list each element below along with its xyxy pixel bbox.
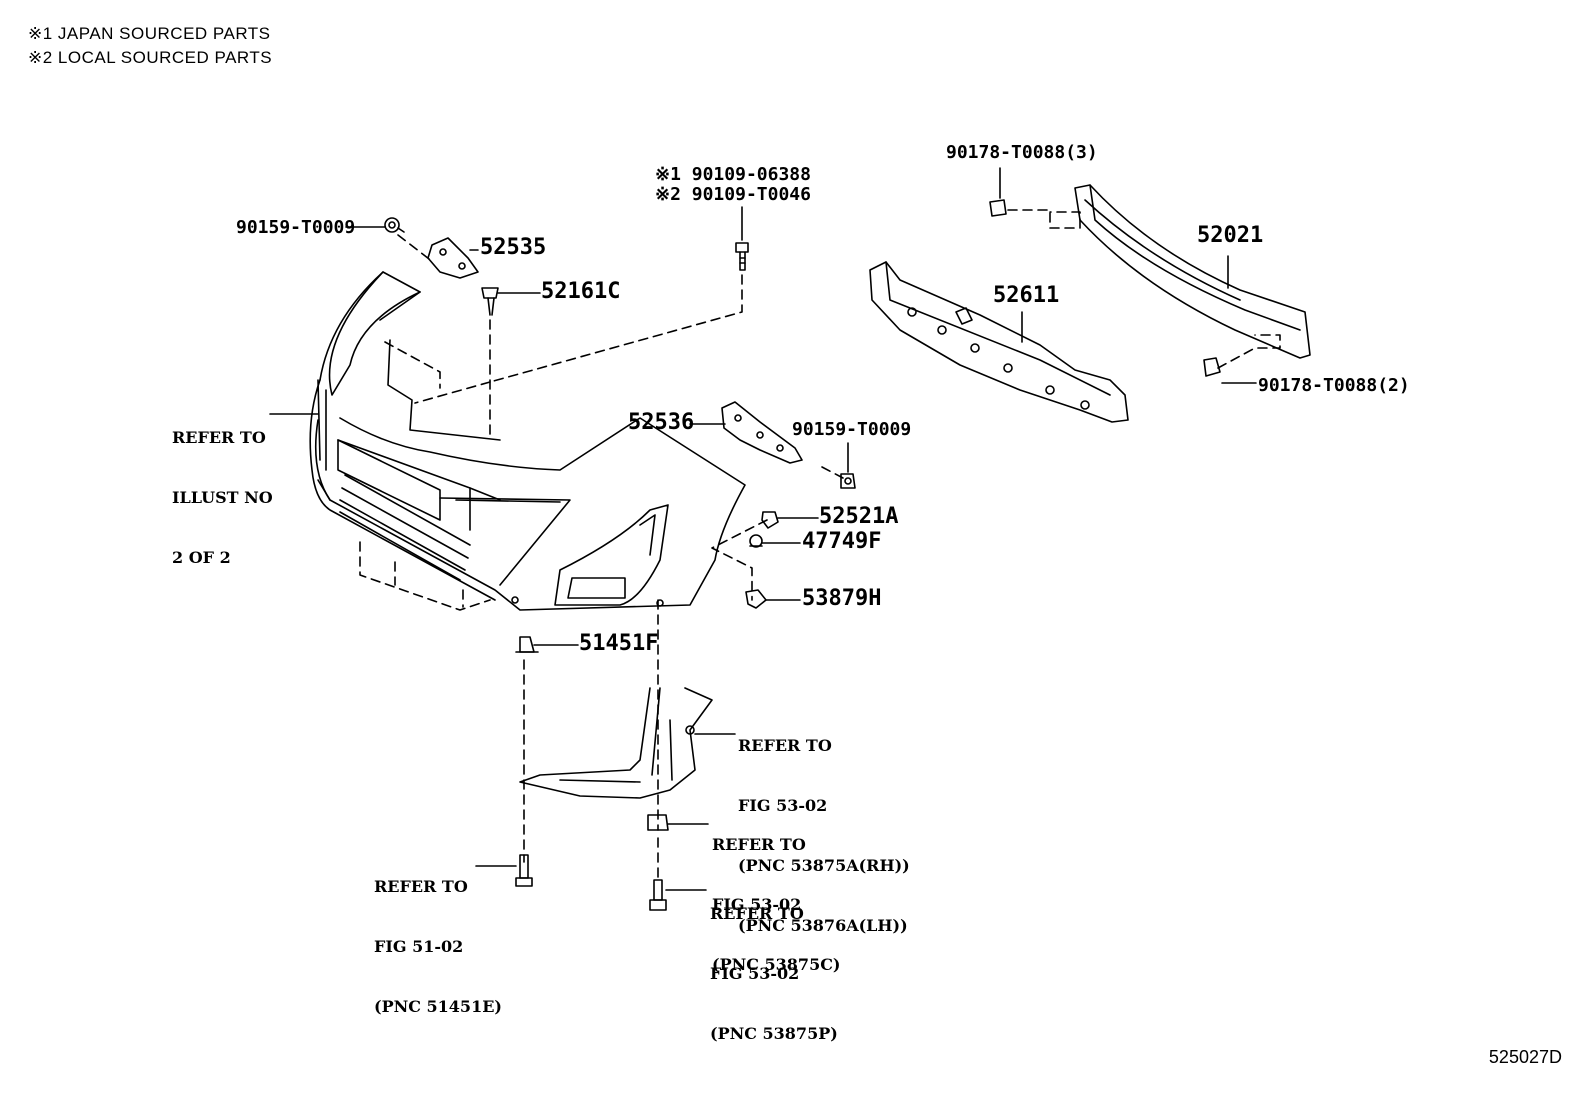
ref-fig53a-line2: FIG 53-02 [738,796,828,815]
bracket-52535 [427,237,479,279]
leader-lines [359,209,1281,883]
bolt-53875p [649,879,667,911]
part-label-53879h[interactable]: 53879H [802,586,882,611]
clip-52161c [481,287,499,316]
under-cover-drawing [519,687,713,799]
illustration-id: 525027D [1488,1047,1562,1067]
part-label-90109-06388[interactable]: ※1 90109-06388 [655,164,811,185]
nut-90178-2 [1203,357,1221,377]
ref-fig-53-02-53875p[interactable]: REFER TO FIG 53-02 (PNC 53875P) [710,864,838,1064]
absorber-52611-drawing [869,261,1129,423]
part-label-52021[interactable]: 52021 [1197,223,1264,248]
part-label-90178-t0088-2[interactable]: 90178-T0088(2) [1258,375,1410,396]
nut-90178-3 [989,199,1007,217]
part-label-47749f[interactable]: 47749F [802,529,882,554]
ref-illust-line3: 2 OF 2 [172,548,231,567]
ref-fig-51-02-51451e[interactable]: REFER TO FIG 51-02 (PNC 51451E) [374,837,502,1037]
ref-fig51-line2: FIG 51-02 [374,937,464,956]
part-label-52535[interactable]: 52535 [480,235,547,260]
ref-fig-53-02-53875c[interactable]: REFER TO FIG 53-02 (PNC 53875C) [712,795,841,995]
fastener-90159-left [384,217,405,233]
clip-51451f [515,636,539,653]
ref-fig53c-line3: (PNC 53875C) [712,955,841,974]
part-label-90109-t0046[interactable]: ※2 90109-T0046 [655,184,811,205]
ref-fig53c-line1: REFER TO [712,835,806,854]
ref-fig53c-line2: FIG 53-02 [712,895,802,914]
clip-53875c [647,814,669,831]
legend-japan-sourced: ※1 JAPAN SOURCED PARTS [28,24,271,43]
part-label-52611[interactable]: 52611 [993,283,1060,308]
ref-fig53p-line2: FIG 53-02 [710,964,800,983]
part-label-52536[interactable]: 52536 [628,410,695,435]
clip-47749f [749,534,763,548]
reinforcement-52021-drawing [1074,184,1311,359]
part-label-51451f[interactable]: 51451F [579,631,659,656]
part-label-52161c[interactable]: 52161C [541,279,621,304]
callout-leaders [269,167,1257,891]
ref-illust-no-2[interactable]: REFER TO ILLUST NO 2 OF 2 [172,388,273,588]
ref-fig51-line3: (PNC 51451E) [374,997,502,1016]
part-label-52521a[interactable]: 52521A [819,504,899,529]
bolt-90109 [735,242,749,271]
ref-fig53a-line3: (PNC 53875A(RH)) [738,856,910,875]
ref-fig53a-line4: (PNC 53876A(LH)) [738,916,908,935]
bolt-51451e [515,854,533,887]
clip-52521a [761,511,779,529]
nut-90159-right [840,473,856,489]
clip-53879h [745,589,767,609]
ref-illust-line1: REFER TO [172,428,266,447]
ref-fig-53-02-53875a[interactable]: REFER TO FIG 53-02 (PNC 53875A(RH)) (PNC… [738,696,910,956]
part-label-90159-t0009-left[interactable]: 90159-T0009 [236,217,356,238]
ref-fig51-line1: REFER TO [374,877,468,896]
legend-local-sourced: ※2 LOCAL SOURCED PARTS [28,48,273,67]
part-label-90159-t0009-right[interactable]: 90159-T0009 [792,419,912,440]
ref-fig53a-line1: REFER TO [738,736,832,755]
ref-fig53p-line1: REFER TO [710,904,804,923]
ref-fig53p-line3: (PNC 53875P) [710,1024,838,1043]
ref-illust-line2: ILLUST NO [172,488,273,507]
part-label-90178-t0088-3[interactable]: 90178-T0088(3) [946,142,1098,163]
bumper-cover-drawing [309,271,746,611]
bracket-52536 [721,401,803,464]
